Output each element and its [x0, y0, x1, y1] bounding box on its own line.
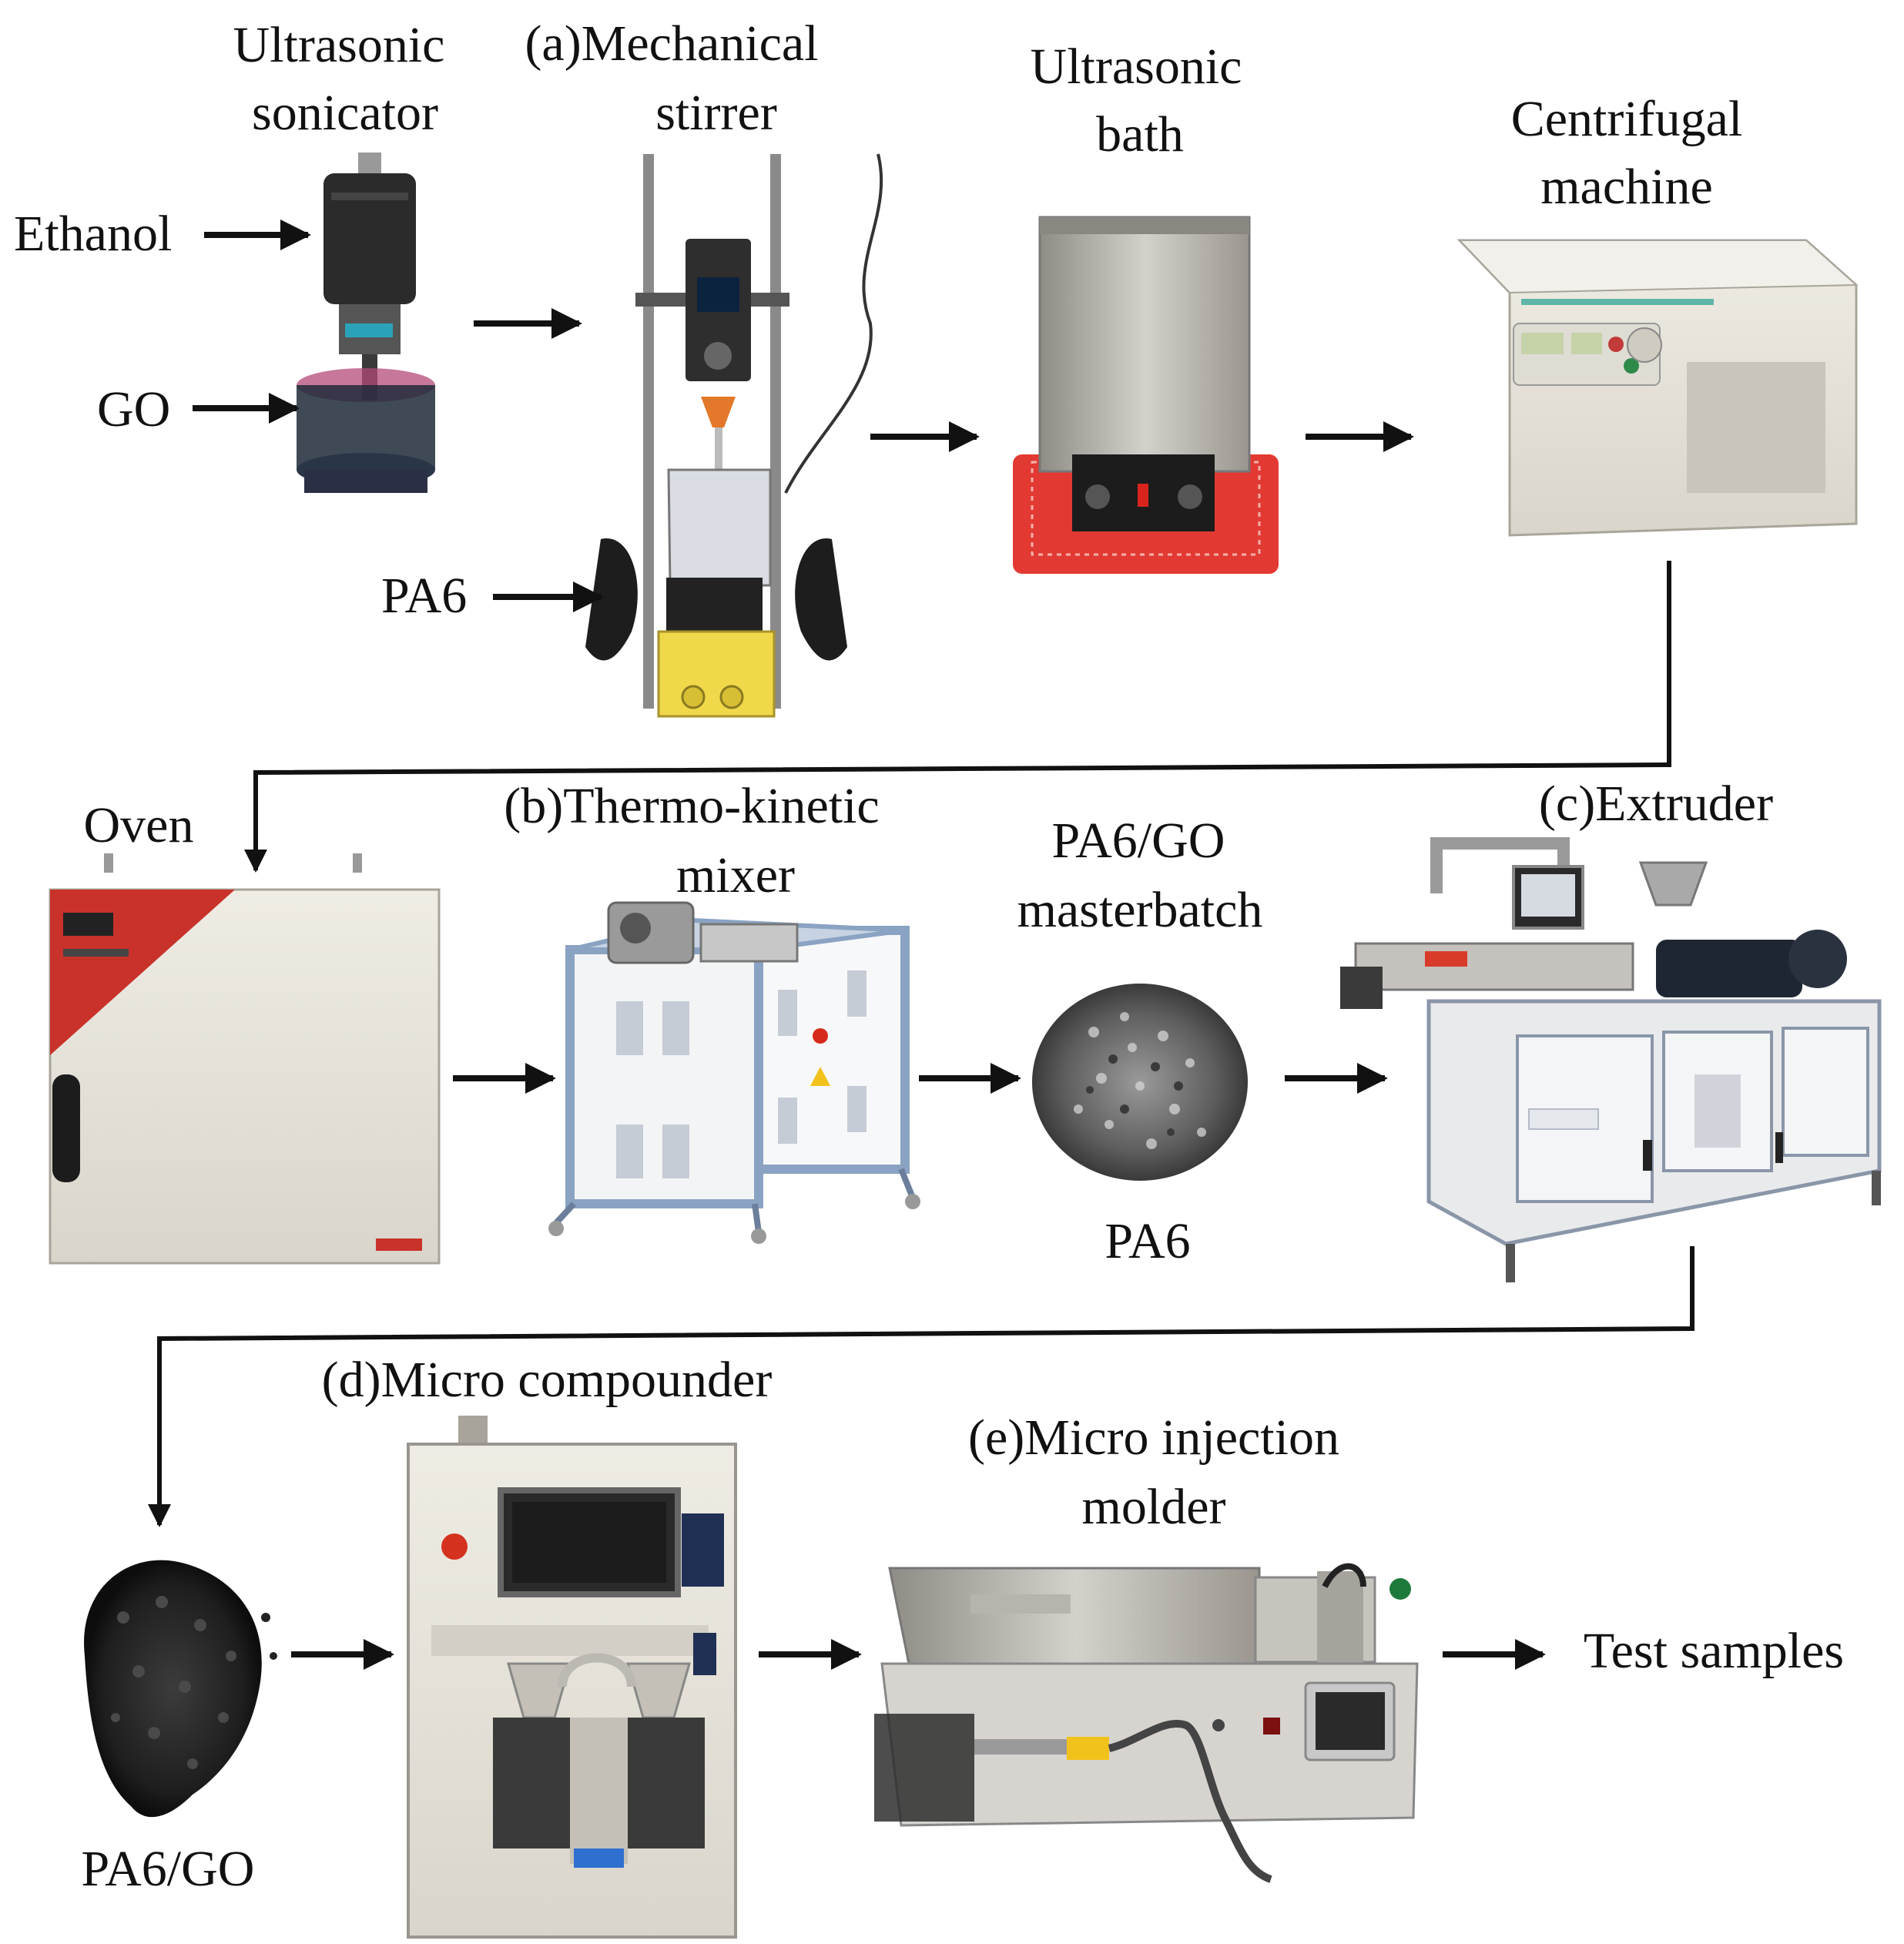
- masterbatch-label-line2: masterbatch: [1017, 882, 1263, 938]
- ultrasonic-bath-icon: [1013, 216, 1279, 574]
- ultrasonic-bath-label-line2: bath: [1096, 106, 1184, 163]
- thermo-kinetic-mixer-label-line1: (b)Thermo-kinetic: [504, 778, 879, 834]
- pa6-pellets-label: PA6: [1105, 1213, 1190, 1269]
- masterbatch-pellets-icon: [1032, 984, 1248, 1181]
- mechanical-stirrer-label-line2: stirrer: [655, 85, 777, 141]
- ultrasonic-sonicator-label-line1: Ultrasonic: [233, 17, 445, 73]
- centrifugal-machine-icon: [1456, 239, 1859, 537]
- oven-label: Oven: [84, 797, 194, 853]
- ultrasonic-sonicator-label-line2: sonicator: [252, 85, 438, 141]
- pa6-go-pellets-icon: [84, 1560, 277, 1818]
- centrifugal-machine-label-line2: machine: [1540, 159, 1713, 215]
- micro-compounder-icon: [407, 1416, 737, 1939]
- masterbatch-label-line1: PA6/GO: [1052, 813, 1225, 869]
- oven-icon: [49, 853, 441, 1265]
- micro-injection-molder-icon: [874, 1563, 1419, 1883]
- thermo-kinetic-mixer-label-line2: mixer: [676, 847, 795, 903]
- pa6-input-label: PA6: [381, 568, 467, 624]
- mechanical-stirrer-label-line1: (a)Mechanical: [525, 15, 818, 72]
- test-samples-label: Test samples: [1584, 1623, 1844, 1679]
- centrifuge-to-oven-connector: [244, 561, 1671, 873]
- ethanol-label: Ethanol: [14, 206, 172, 262]
- go-label: GO: [97, 381, 170, 437]
- pa6-go-label: PA6/GO: [82, 1841, 255, 1897]
- extruder-to-pa6go-connector: [148, 1246, 1694, 1527]
- sonicator-icon: [297, 153, 435, 493]
- centrifugal-machine-label-line1: Centrifugal: [1511, 91, 1743, 147]
- mechanical-stirrer-icon: [585, 153, 883, 718]
- micro-injection-molder-label-line2: molder: [1082, 1479, 1226, 1535]
- extruder-label: (c)Extruder: [1539, 776, 1773, 832]
- micro-compounder-label: (d)Micro compounder: [322, 1352, 773, 1408]
- extruder-icon: [1340, 837, 1882, 1282]
- micro-injection-molder-label-line1: (e)Micro injection: [968, 1409, 1339, 1466]
- ultrasonic-bath-label-line1: Ultrasonic: [1031, 39, 1242, 95]
- thermo-kinetic-mixer-icon: [548, 901, 920, 1244]
